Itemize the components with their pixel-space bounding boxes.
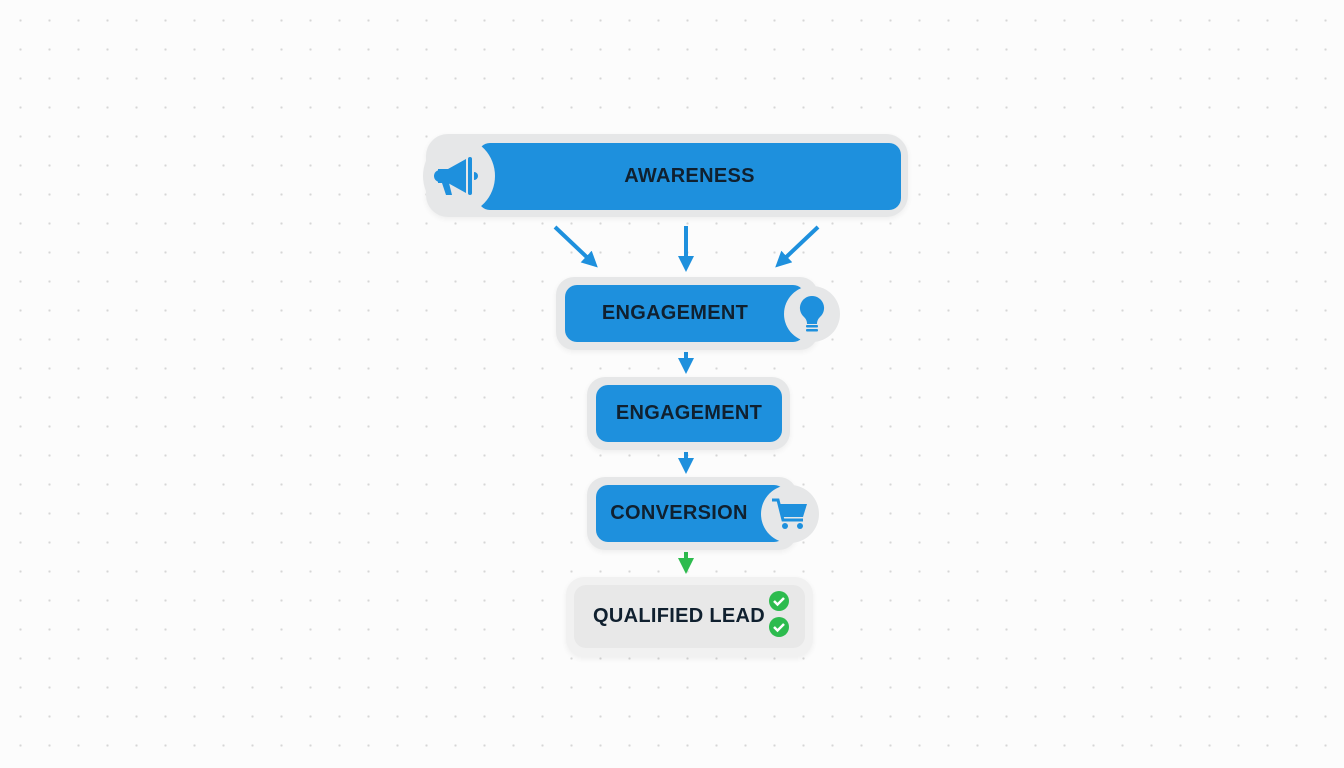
conversion-label: CONVERSION [610, 502, 748, 524]
awareness-label: AWARENESS [624, 165, 755, 187]
arrow-left-diagonal [553, 225, 598, 268]
engagement-label-1: ENGAGEMENT [601, 302, 749, 324]
engagement-label-2: ENGAGEMENT [615, 402, 763, 424]
check-circle-icon [769, 591, 789, 637]
awareness-bar: AWARENESS [478, 143, 901, 210]
engagement-bar-1: ENGAGEMENT [565, 285, 805, 342]
lightbulb-icon [784, 286, 840, 342]
qualified-lead-label: QUALIFIED LEAD [593, 605, 765, 627]
megaphone-icon [423, 138, 495, 214]
shopping-cart-icon [761, 485, 819, 543]
qualified-lead-box: QUALIFIED LEAD [574, 585, 805, 648]
conversion-bar: CONVERSION [596, 485, 786, 542]
engagement-bar-2: ENGAGEMENT [596, 385, 782, 442]
arrow-right-diagonal [775, 225, 820, 268]
